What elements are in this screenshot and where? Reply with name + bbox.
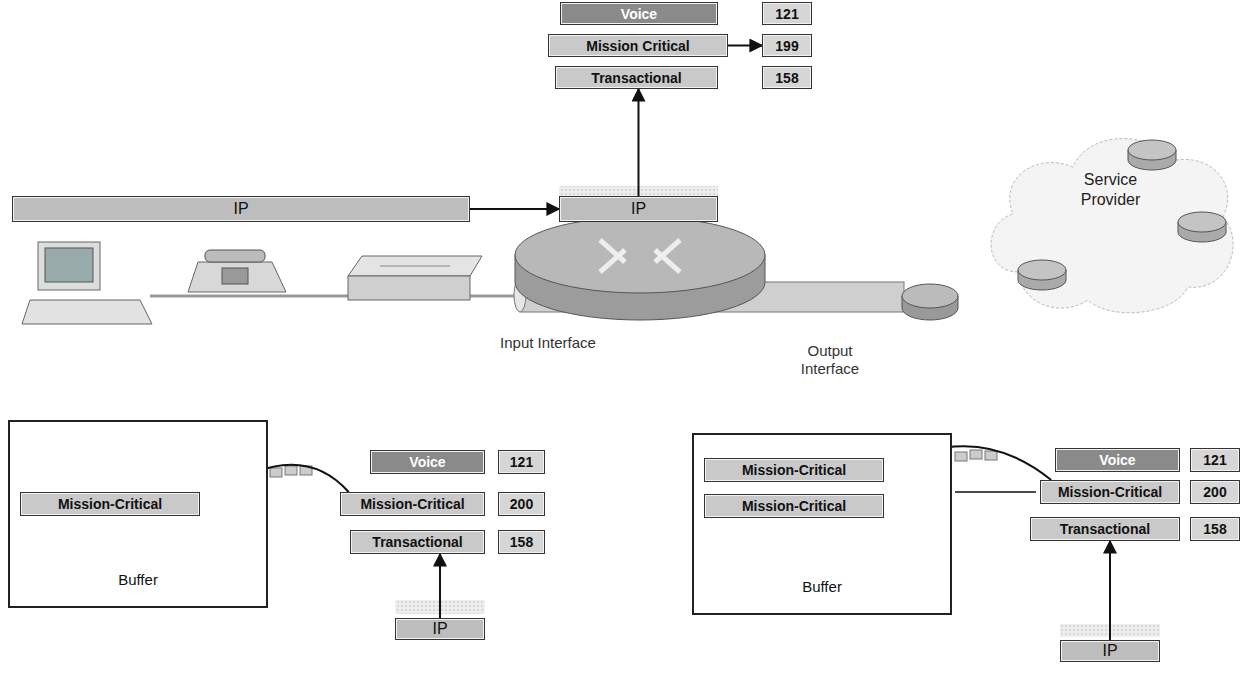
node-text: 121 — [510, 454, 533, 470]
queued-packet: Mission-Critical — [704, 494, 884, 518]
node-text: Voice — [409, 454, 445, 470]
switch-arrow — [380, 266, 450, 267]
node-text: 200 — [1203, 484, 1226, 500]
node-text: Transactional — [372, 534, 462, 550]
queued-packet: Mission-Critical — [20, 492, 200, 516]
service-provider-cloud: Service Provider — [978, 122, 1243, 322]
flow-arrow — [728, 45, 762, 47]
cloud-routers — [1018, 140, 1226, 290]
phone-body — [188, 262, 286, 292]
marking-value: 121 — [762, 2, 812, 25]
marking-value: 200 — [498, 492, 545, 516]
packet — [985, 451, 997, 460]
node-text: Mission Critical — [586, 38, 689, 54]
handset — [205, 250, 265, 262]
screen — [45, 248, 93, 282]
node-text: 158 — [1203, 521, 1226, 537]
node-text: Voice — [1099, 452, 1135, 468]
node-text: IP — [1102, 642, 1117, 660]
keyboard — [22, 300, 152, 324]
class-label: Voice — [370, 450, 485, 474]
marking-value: 158 — [1190, 517, 1240, 541]
buffer-label: Buffer — [802, 578, 842, 595]
ip-packet: IP — [1060, 640, 1160, 662]
node-text: Mission-Critical — [360, 496, 464, 512]
packet — [270, 468, 282, 477]
node-text: Voice — [621, 6, 657, 22]
marking-value: 199 — [762, 34, 812, 57]
class-label: Mission Critical — [548, 34, 728, 57]
class-label: Voice — [1055, 448, 1180, 472]
phone-icon — [188, 250, 286, 292]
switch-front — [348, 276, 470, 300]
packet — [970, 450, 982, 459]
marking-value: 158 — [498, 530, 545, 554]
queued-packet: Mission-Critical — [704, 458, 884, 482]
node-text: Service Provider — [1056, 170, 1166, 210]
class-label: Transactional — [350, 530, 485, 554]
switch-top — [348, 256, 482, 276]
node-text: Mission-Critical — [742, 498, 846, 514]
node-text: Transactional — [1060, 521, 1150, 537]
cloud-outline — [978, 122, 1243, 322]
ip-packet: IP — [395, 618, 485, 640]
node-text: IP — [432, 620, 447, 638]
cloud-shape — [991, 139, 1233, 313]
interface-label: Output Interface — [782, 342, 878, 378]
class-label: Mission-Critical — [340, 492, 485, 516]
node-text: Mission-Critical — [1058, 484, 1162, 500]
node-text: 199 — [775, 38, 798, 54]
node-text: 200 — [510, 496, 533, 512]
router-icon — [515, 217, 765, 320]
buffer-box: BufferMission-CriticalMission-Critical — [692, 433, 952, 615]
marking-value: 121 — [498, 450, 545, 474]
ip-packet: IP — [12, 196, 470, 222]
queue-line — [955, 491, 1036, 493]
buffer-label: Buffer — [118, 571, 158, 588]
buffer-box: Buffer Mission-Critical — [8, 420, 268, 608]
node-text: Mission-Critical — [58, 496, 162, 512]
node-text: 121 — [775, 6, 798, 22]
marking-value: 200 — [1190, 480, 1240, 504]
router-top — [902, 284, 958, 308]
node-text: IP — [233, 200, 248, 218]
packet — [285, 466, 297, 475]
switch-icon — [348, 256, 482, 300]
class-label: Mission-Critical — [1040, 480, 1180, 504]
computer-icon — [22, 242, 152, 324]
flow-arrow — [1109, 541, 1111, 640]
router-arrows — [600, 240, 680, 272]
marking-value: 121 — [1190, 448, 1240, 472]
node-text: Transactional — [591, 70, 681, 86]
packet — [955, 452, 967, 461]
keypad — [222, 268, 248, 284]
marking-value: 158 — [762, 66, 812, 89]
edge-router-icon — [902, 284, 958, 320]
node-text: Mission-Critical — [742, 462, 846, 478]
interface-label: Input Interface — [500, 334, 596, 352]
class-label: Voice — [560, 2, 718, 25]
flow-arrow — [439, 554, 441, 618]
ip-packet: IP — [559, 196, 718, 222]
node-text: 121 — [1203, 452, 1226, 468]
monitor — [38, 242, 100, 290]
node-text: IP — [631, 200, 646, 218]
flow-arrow — [470, 208, 559, 210]
class-label: Transactional — [1030, 517, 1180, 541]
router-top — [515, 217, 765, 293]
flow-arrow — [638, 89, 640, 196]
class-label: Transactional — [555, 66, 718, 89]
node-text: 158 — [510, 534, 533, 550]
node-text: 158 — [775, 70, 798, 86]
